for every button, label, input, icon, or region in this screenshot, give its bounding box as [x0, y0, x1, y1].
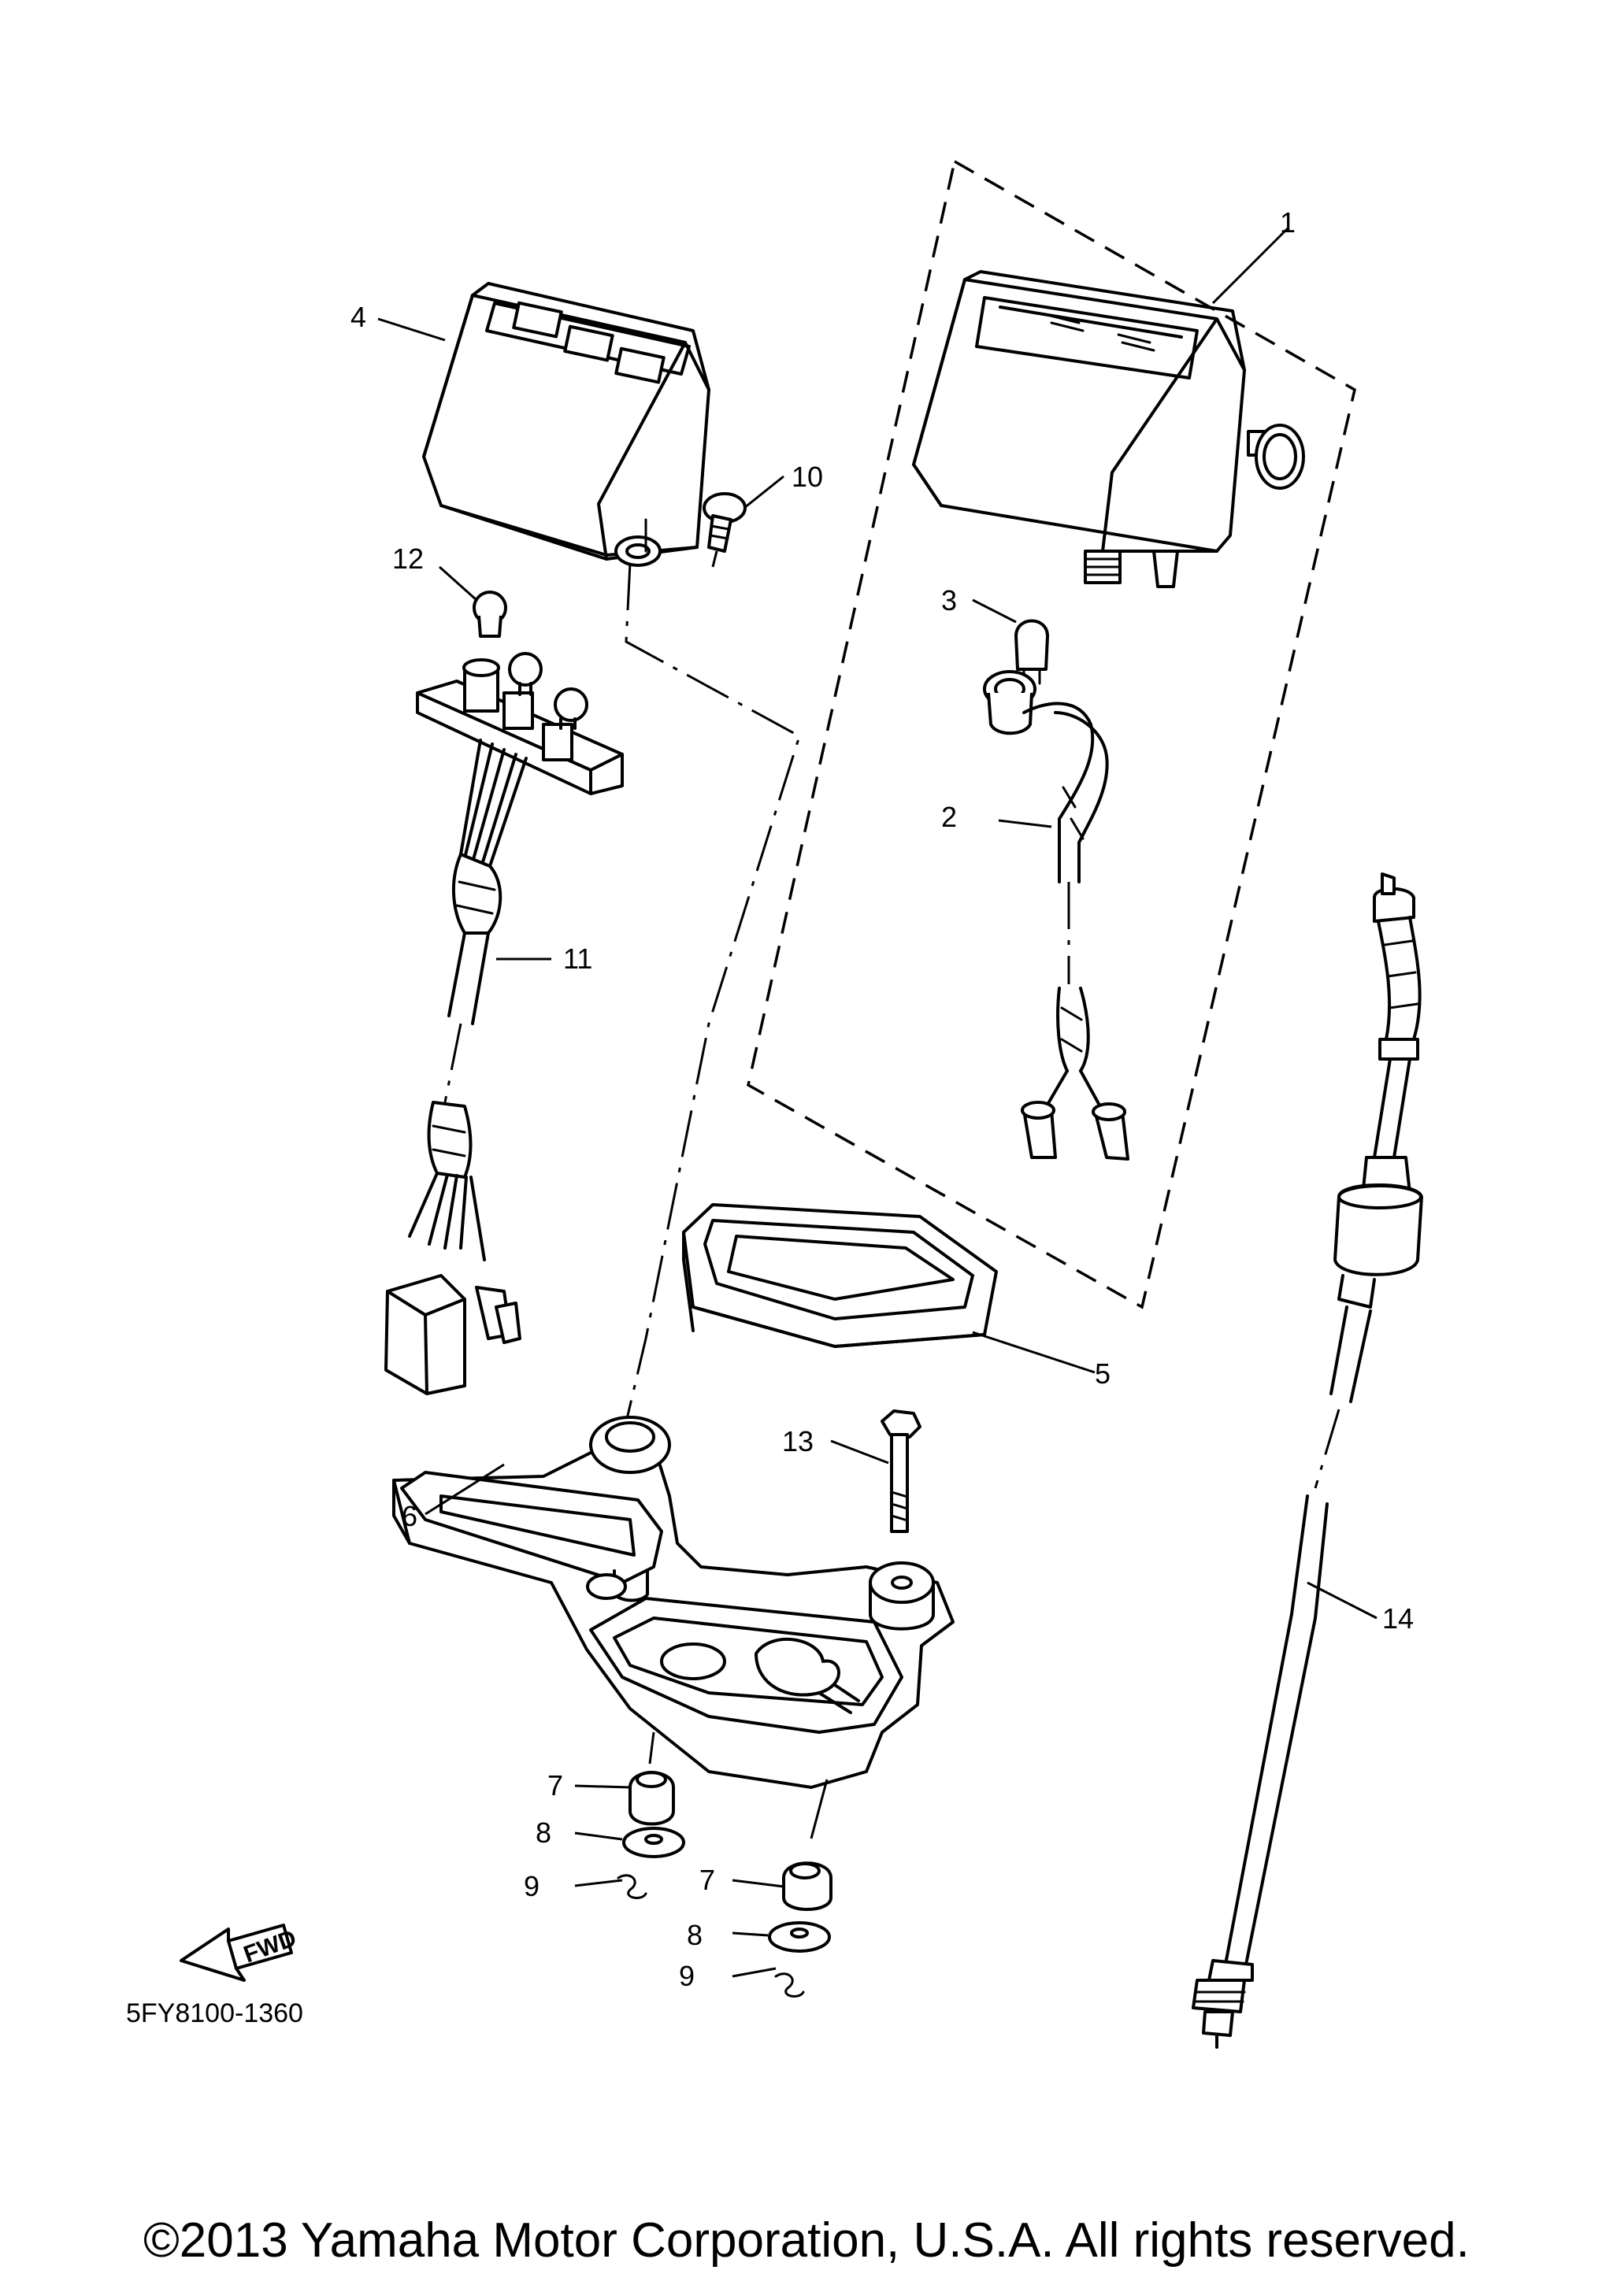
callout-7b: 7: [699, 1864, 715, 1896]
indicator-bulb: [473, 591, 507, 638]
bulb: [1014, 619, 1049, 685]
indicator-lead-wire: [384, 652, 624, 1395]
screw: [703, 492, 747, 568]
callout-14: 14: [1382, 1602, 1414, 1635]
callout-3: 3: [941, 584, 957, 617]
bolt: [881, 1409, 921, 1533]
meter-assembly: [912, 270, 1305, 588]
callout-12: 12: [392, 543, 424, 575]
alignment-line: [613, 562, 801, 1473]
callout-1: 1: [1280, 206, 1296, 239]
callout-8a: 8: [536, 1816, 551, 1849]
forward-arrow-icon: FWD: [180, 1924, 300, 1982]
assembly-boundary: [747, 159, 1356, 1309]
meter-grommet: [682, 1203, 998, 1348]
copyright-notice: ©2013 Yamaha Motor Corporation, U.S.A. A…: [143, 2213, 1470, 2268]
callout-9a: 9: [524, 1870, 540, 1902]
callout-2: 2: [941, 801, 957, 833]
callout-7a: 7: [547, 1769, 563, 1802]
callout-9b: 9: [679, 1960, 695, 1992]
callout-5: 5: [1095, 1357, 1111, 1390]
callout-4: 4: [350, 301, 366, 333]
damper-stack-right: [768, 1779, 832, 1998]
damper-stack-left: [617, 1731, 685, 1899]
callout-leaders: [377, 227, 1378, 1978]
meter-bracket: [392, 1416, 955, 1789]
callout-11: 11: [563, 942, 592, 975]
callout-13: 13: [782, 1425, 814, 1457]
callout-8b: 8: [687, 1919, 703, 1951]
meter-case: [422, 282, 710, 567]
speedometer-cable: [1192, 872, 1423, 2049]
meter-lead-wire: [983, 670, 1129, 1161]
diagram-code: 5FY8100-1360: [126, 1998, 303, 2028]
callout-6: 6: [402, 1500, 417, 1532]
callout-labels: 1 2 3 4 5 6 7 7 8 8 9 9 10 11 12 13 14: [350, 206, 1414, 1992]
callout-10: 10: [792, 461, 823, 493]
